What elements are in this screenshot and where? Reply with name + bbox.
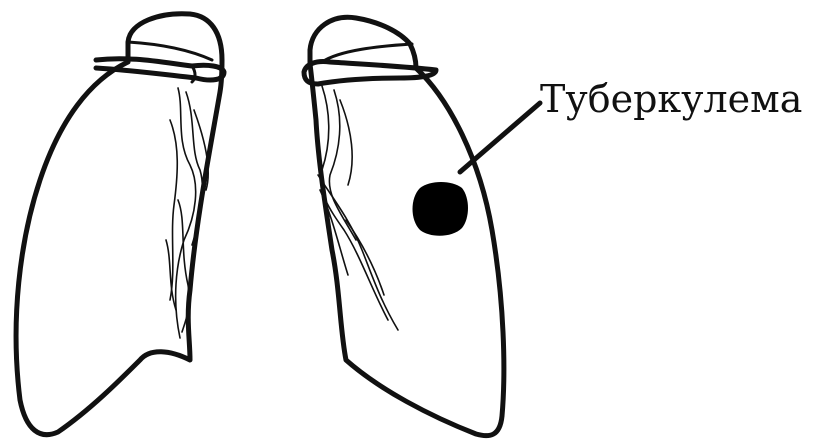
left-lung — [16, 14, 224, 435]
annotation-leader-line — [460, 103, 540, 172]
annotation-label: Туберкулема — [540, 77, 802, 121]
left-lung-apex-band — [96, 59, 224, 80]
tuberculoma-lesion — [413, 182, 469, 236]
right-lung-hilum-lines — [318, 86, 398, 330]
